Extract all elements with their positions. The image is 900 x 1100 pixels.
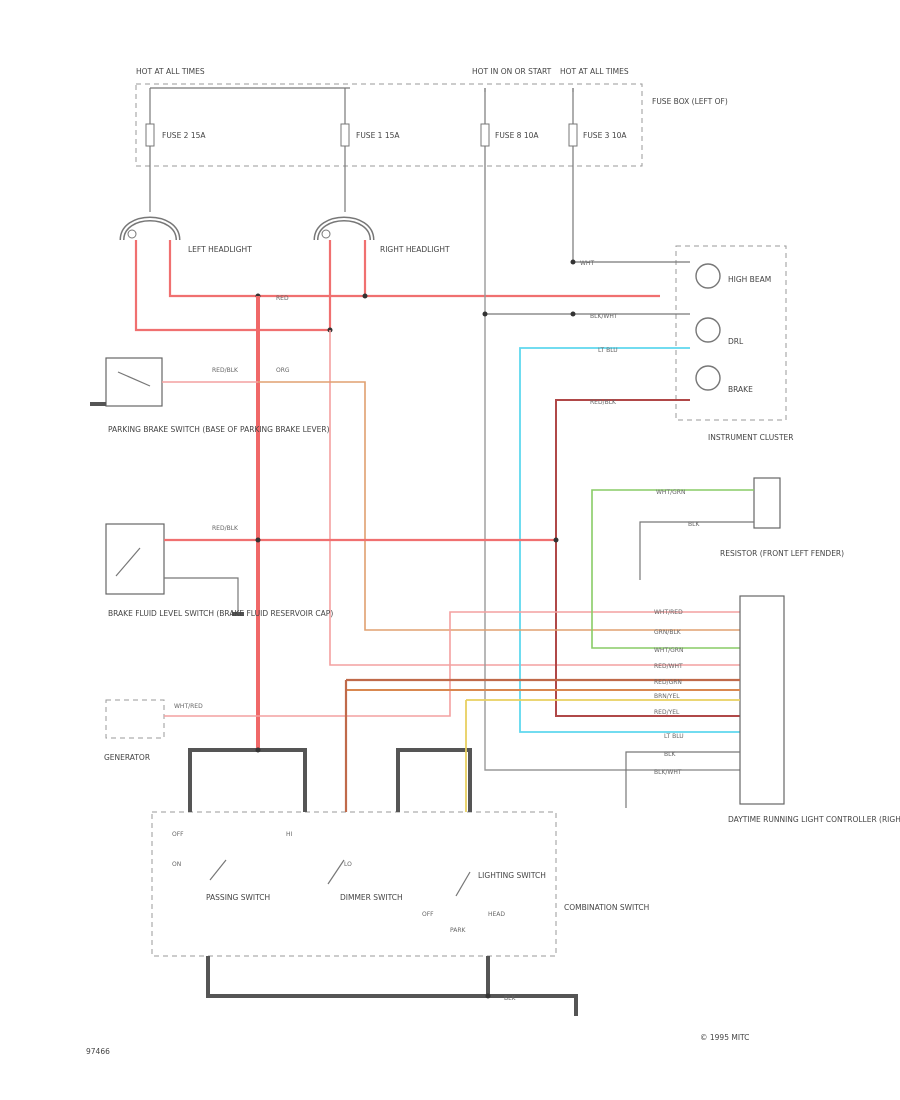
- wire-label-org: ORG: [276, 367, 290, 374]
- fuse-8-label: FUSE 8 10A: [495, 131, 539, 140]
- hot-at-all-times-label-1: HOT AT ALL TIMES: [136, 67, 205, 76]
- resistor-ground-wire: [639, 521, 754, 580]
- wire-label-brn-yel: BRN/YEL: [654, 693, 680, 700]
- ground-wire: [486, 956, 578, 1016]
- wire-label-wht-grn-ctrl: WHT/GRN: [654, 647, 683, 654]
- wire-label-blk-ctrl: BLK: [664, 751, 676, 758]
- fuse-3-to-cluster-wire: [572, 190, 690, 263]
- switch-ground-wire: [206, 956, 488, 998]
- lighting-off-label: OFF: [422, 911, 434, 918]
- lighting-park-label: PARK: [450, 927, 467, 934]
- figure-id: 97466: [86, 1047, 110, 1056]
- fuse-1-label: FUSE 1 15A: [356, 131, 400, 140]
- left-headlight-label: LEFT HEADLIGHT: [188, 245, 252, 254]
- fuse-box-outline: [135, 83, 643, 167]
- controller-ground-wire: [625, 751, 740, 808]
- parking-brake-switch-label: PARKING BRAKE SWITCH (BASE OF PARKING BR…: [108, 425, 330, 434]
- dimmer-switch-label: DIMMER SWITCH: [340, 893, 403, 902]
- wire-label-lt-blu: LT BLU: [598, 347, 618, 354]
- high-beam-indicator-icon: [695, 263, 721, 289]
- parking-brake-switch-box: [105, 357, 163, 407]
- wire-label-blk-ground: BLK: [504, 995, 516, 1002]
- wire-label-red-high: RED: [276, 295, 289, 302]
- lighting-switch-feed: [396, 748, 472, 812]
- combination-switch: COMBINATION SWITCH PASSING SWITCH DIMMER…: [151, 811, 649, 957]
- fuse-8-icon: [480, 123, 490, 147]
- wire-label-org-blk: GRN/BLK: [654, 629, 682, 636]
- instrument-cluster-outline: [675, 245, 787, 421]
- right-headlight: RIGHT HEADLIGHT: [313, 190, 450, 254]
- right-headlight-label: RIGHT HEADLIGHT: [380, 245, 450, 254]
- generator-label: GENERATOR: [104, 753, 150, 762]
- brake-fluid-switch-box: [105, 523, 165, 595]
- left-low-beam-wire: [134, 240, 330, 332]
- parking-brake-switch: PARKING BRAKE SWITCH (BASE OF PARKING BR…: [90, 357, 330, 434]
- wire-label-lt-blu-ctrl: LT BLU: [664, 733, 684, 740]
- generator-outline: [105, 699, 165, 739]
- left-headlight: LEFT HEADLIGHT: [119, 190, 252, 254]
- instrument-cluster: HIGH BEAM DRL BRAKE INSTRUMENT CLUSTER: [675, 245, 793, 442]
- fuse-3-label: FUSE 3 10A: [583, 131, 627, 140]
- ignition-feed-wire: [484, 190, 740, 771]
- combination-switch-outline: [151, 811, 557, 957]
- passing-off-label: OFF: [172, 831, 184, 838]
- brake-label: BRAKE: [728, 385, 753, 394]
- generator: GENERATOR: [104, 699, 165, 762]
- wire-label-red-parking: RED/BLK: [212, 367, 239, 374]
- fuse-2-icon: [145, 123, 155, 147]
- brake-indicator-wire: [555, 399, 740, 717]
- wire-label-blk-wht-ctrl: BLK/WHT: [654, 769, 682, 776]
- wire-label-red-blk: RED/BLK: [590, 399, 617, 406]
- fuse-1-icon: [340, 123, 350, 147]
- high-beam-label: HIGH BEAM: [728, 275, 771, 284]
- passing-switch-feed: [188, 748, 307, 812]
- parking-brake-org-wire: [258, 381, 740, 631]
- wire-label-blk-wht: BLK/WHT: [590, 313, 618, 320]
- lighting-switch-label: LIGHTING SWITCH: [478, 871, 546, 880]
- passing-on-label: ON: [172, 861, 181, 868]
- low-beam-to-controller-wire: [329, 330, 740, 666]
- fuse-box: HOT AT ALL TIMES HOT IN ON OR START HOT …: [135, 67, 728, 190]
- passing-switch-label: PASSING SWITCH: [206, 893, 270, 902]
- drl-controller-box: [739, 595, 785, 805]
- brake-fluid-switch: BRAKE FLUID LEVEL SWITCH (BRAKE FLUID RE…: [105, 523, 333, 618]
- fuse-box-label: FUSE BOX (LEFT OF): [652, 97, 728, 106]
- fuse-2-label: FUSE 2 15A: [162, 131, 206, 140]
- high-beam-wire: [168, 240, 660, 298]
- wire-label-blk-resistor: BLK: [688, 521, 700, 528]
- resistor: RESISTOR (FRONT LEFT FENDER): [720, 477, 844, 558]
- resistor-grn-wire: [591, 489, 754, 649]
- wire-label-wht-red-ctrl: WHT/RED: [654, 609, 683, 616]
- wire-label-red-fluid: RED/BLK: [212, 525, 239, 532]
- drl-indicator-icon: [695, 317, 721, 343]
- wire-label-red-grn: RED/GRN: [654, 679, 682, 686]
- wire-label-red-wht: RED/WHT: [654, 663, 683, 670]
- combination-switch-label: COMBINATION SWITCH: [564, 903, 649, 912]
- drl-controller: DAYTIME RUNNING LIGHT CONTROLLER (RIGHT …: [728, 595, 900, 824]
- brake-indicator-icon: [695, 365, 721, 391]
- fuse-3-icon: [568, 123, 578, 147]
- wire-label-wht-red: WHT/RED: [174, 703, 203, 710]
- wire-label-wht-grn: WHT/GRN: [656, 489, 685, 496]
- dimmer-hi-label: HI: [286, 831, 293, 838]
- generator-wire: [164, 611, 740, 717]
- hot-in-on-or-start-label: HOT IN ON OR START: [472, 67, 552, 76]
- dimmer-lo-label: LO: [344, 861, 352, 868]
- brake-fluid-switch-label: BRAKE FLUID LEVEL SWITCH (BRAKE FLUID RE…: [108, 609, 333, 618]
- wire-label-red-yel: RED/YEL: [654, 709, 680, 716]
- drl-controller-label: DAYTIME RUNNING LIGHT CONTROLLER (RIGHT …: [728, 815, 900, 824]
- instrument-cluster-label: INSTRUMENT CLUSTER: [708, 433, 793, 442]
- resistor-box: [753, 477, 781, 529]
- wire-label-wht: WHT: [580, 260, 594, 267]
- hot-at-all-times-label-2: HOT AT ALL TIMES: [560, 67, 629, 76]
- lighting-head-label: HEAD: [488, 911, 505, 918]
- copyright-label: © 1995 MITC: [700, 1033, 749, 1042]
- drl-label: DRL: [728, 337, 744, 346]
- resistor-label: RESISTOR (FRONT LEFT FENDER): [720, 549, 844, 558]
